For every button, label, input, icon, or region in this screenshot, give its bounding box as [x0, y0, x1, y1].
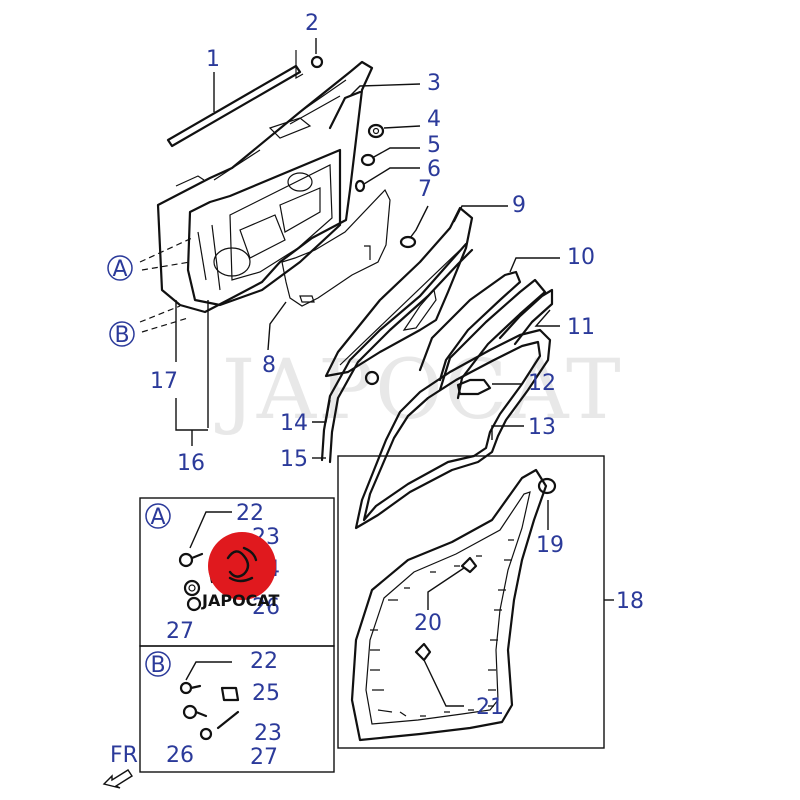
callout-7: 7 [418, 177, 432, 202]
door-trim [328, 90, 362, 130]
door-glass [324, 206, 474, 378]
callout-20: 20 [414, 611, 442, 636]
sash-channel [418, 270, 554, 400]
callout-19: 19 [536, 533, 564, 558]
clip-part-4 [367, 123, 385, 139]
svg-text:A: A [112, 257, 127, 282]
callout-13: 13 [528, 415, 556, 440]
run-channel [320, 242, 474, 464]
cap-part-7 [399, 235, 417, 249]
belt-molding [166, 64, 302, 148]
detail-b-23: 23 [254, 721, 282, 746]
callout-15: 15 [280, 447, 308, 472]
callout-14: 14 [280, 411, 308, 436]
callout-5: 5 [427, 133, 441, 158]
detail-b-26: 26 [166, 743, 194, 768]
callout-2: 2 [305, 11, 319, 36]
screw-part-2 [295, 50, 324, 80]
leader-lines [185, 38, 560, 707]
ref-marker-b[interactable]: B [109, 321, 135, 348]
watermark-text: JAPOCAT [215, 343, 623, 438]
callout-8: 8 [262, 353, 276, 378]
japocat-logo: JAPOCAT [201, 532, 280, 610]
door-panel [156, 60, 374, 314]
ref-marker-a[interactable]: A [107, 255, 133, 282]
detail-a-header: A [145, 503, 171, 530]
link-a [139, 237, 193, 271]
bolt-part-12 [364, 370, 492, 396]
weatherstrip-box [337, 455, 614, 749]
front-label: FR [110, 743, 138, 768]
clip-part-6 [354, 179, 366, 193]
svg-text:B: B [114, 323, 129, 348]
callout-6: 6 [427, 157, 441, 182]
callout-12: 12 [528, 371, 556, 396]
callout-21: 21 [476, 695, 504, 720]
clip-part-19 [537, 477, 557, 495]
callout-labels: 1 2 3 4 5 6 7 8 9 10 11 12 13 14 15 16 1… [150, 11, 644, 770]
callout-16: 16 [177, 451, 205, 476]
detail-a-27: 27 [166, 619, 194, 644]
weatherstrip-inner [354, 328, 552, 530]
link-b [139, 305, 189, 333]
clip-part-20 [460, 556, 478, 574]
callout-18: 18 [616, 589, 644, 614]
detail-b-22: 22 [250, 649, 278, 674]
callout-1: 1 [206, 47, 220, 72]
detail-box-b [139, 645, 335, 773]
callout-11: 11 [567, 315, 595, 340]
callout-10: 10 [567, 245, 595, 270]
front-indicator: FR [102, 743, 138, 789]
detail-b-header: B [145, 651, 171, 678]
logo-text: JAPOCAT [201, 591, 280, 610]
clip-part-21 [414, 642, 432, 662]
callout-3: 3 [427, 71, 441, 96]
callout-4: 4 [427, 107, 441, 132]
detail-a-22: 22 [236, 501, 264, 526]
svg-text:B: B [150, 653, 165, 678]
callout-9: 9 [512, 193, 526, 218]
callout-17: 17 [150, 369, 178, 394]
sealing-screen [281, 188, 391, 307]
clip-part-5 [360, 153, 376, 167]
detail-b-27: 27 [250, 745, 278, 770]
detail-b-25: 25 [252, 681, 280, 706]
detail-a-26: 26 [252, 595, 280, 620]
svg-text:A: A [150, 505, 165, 530]
